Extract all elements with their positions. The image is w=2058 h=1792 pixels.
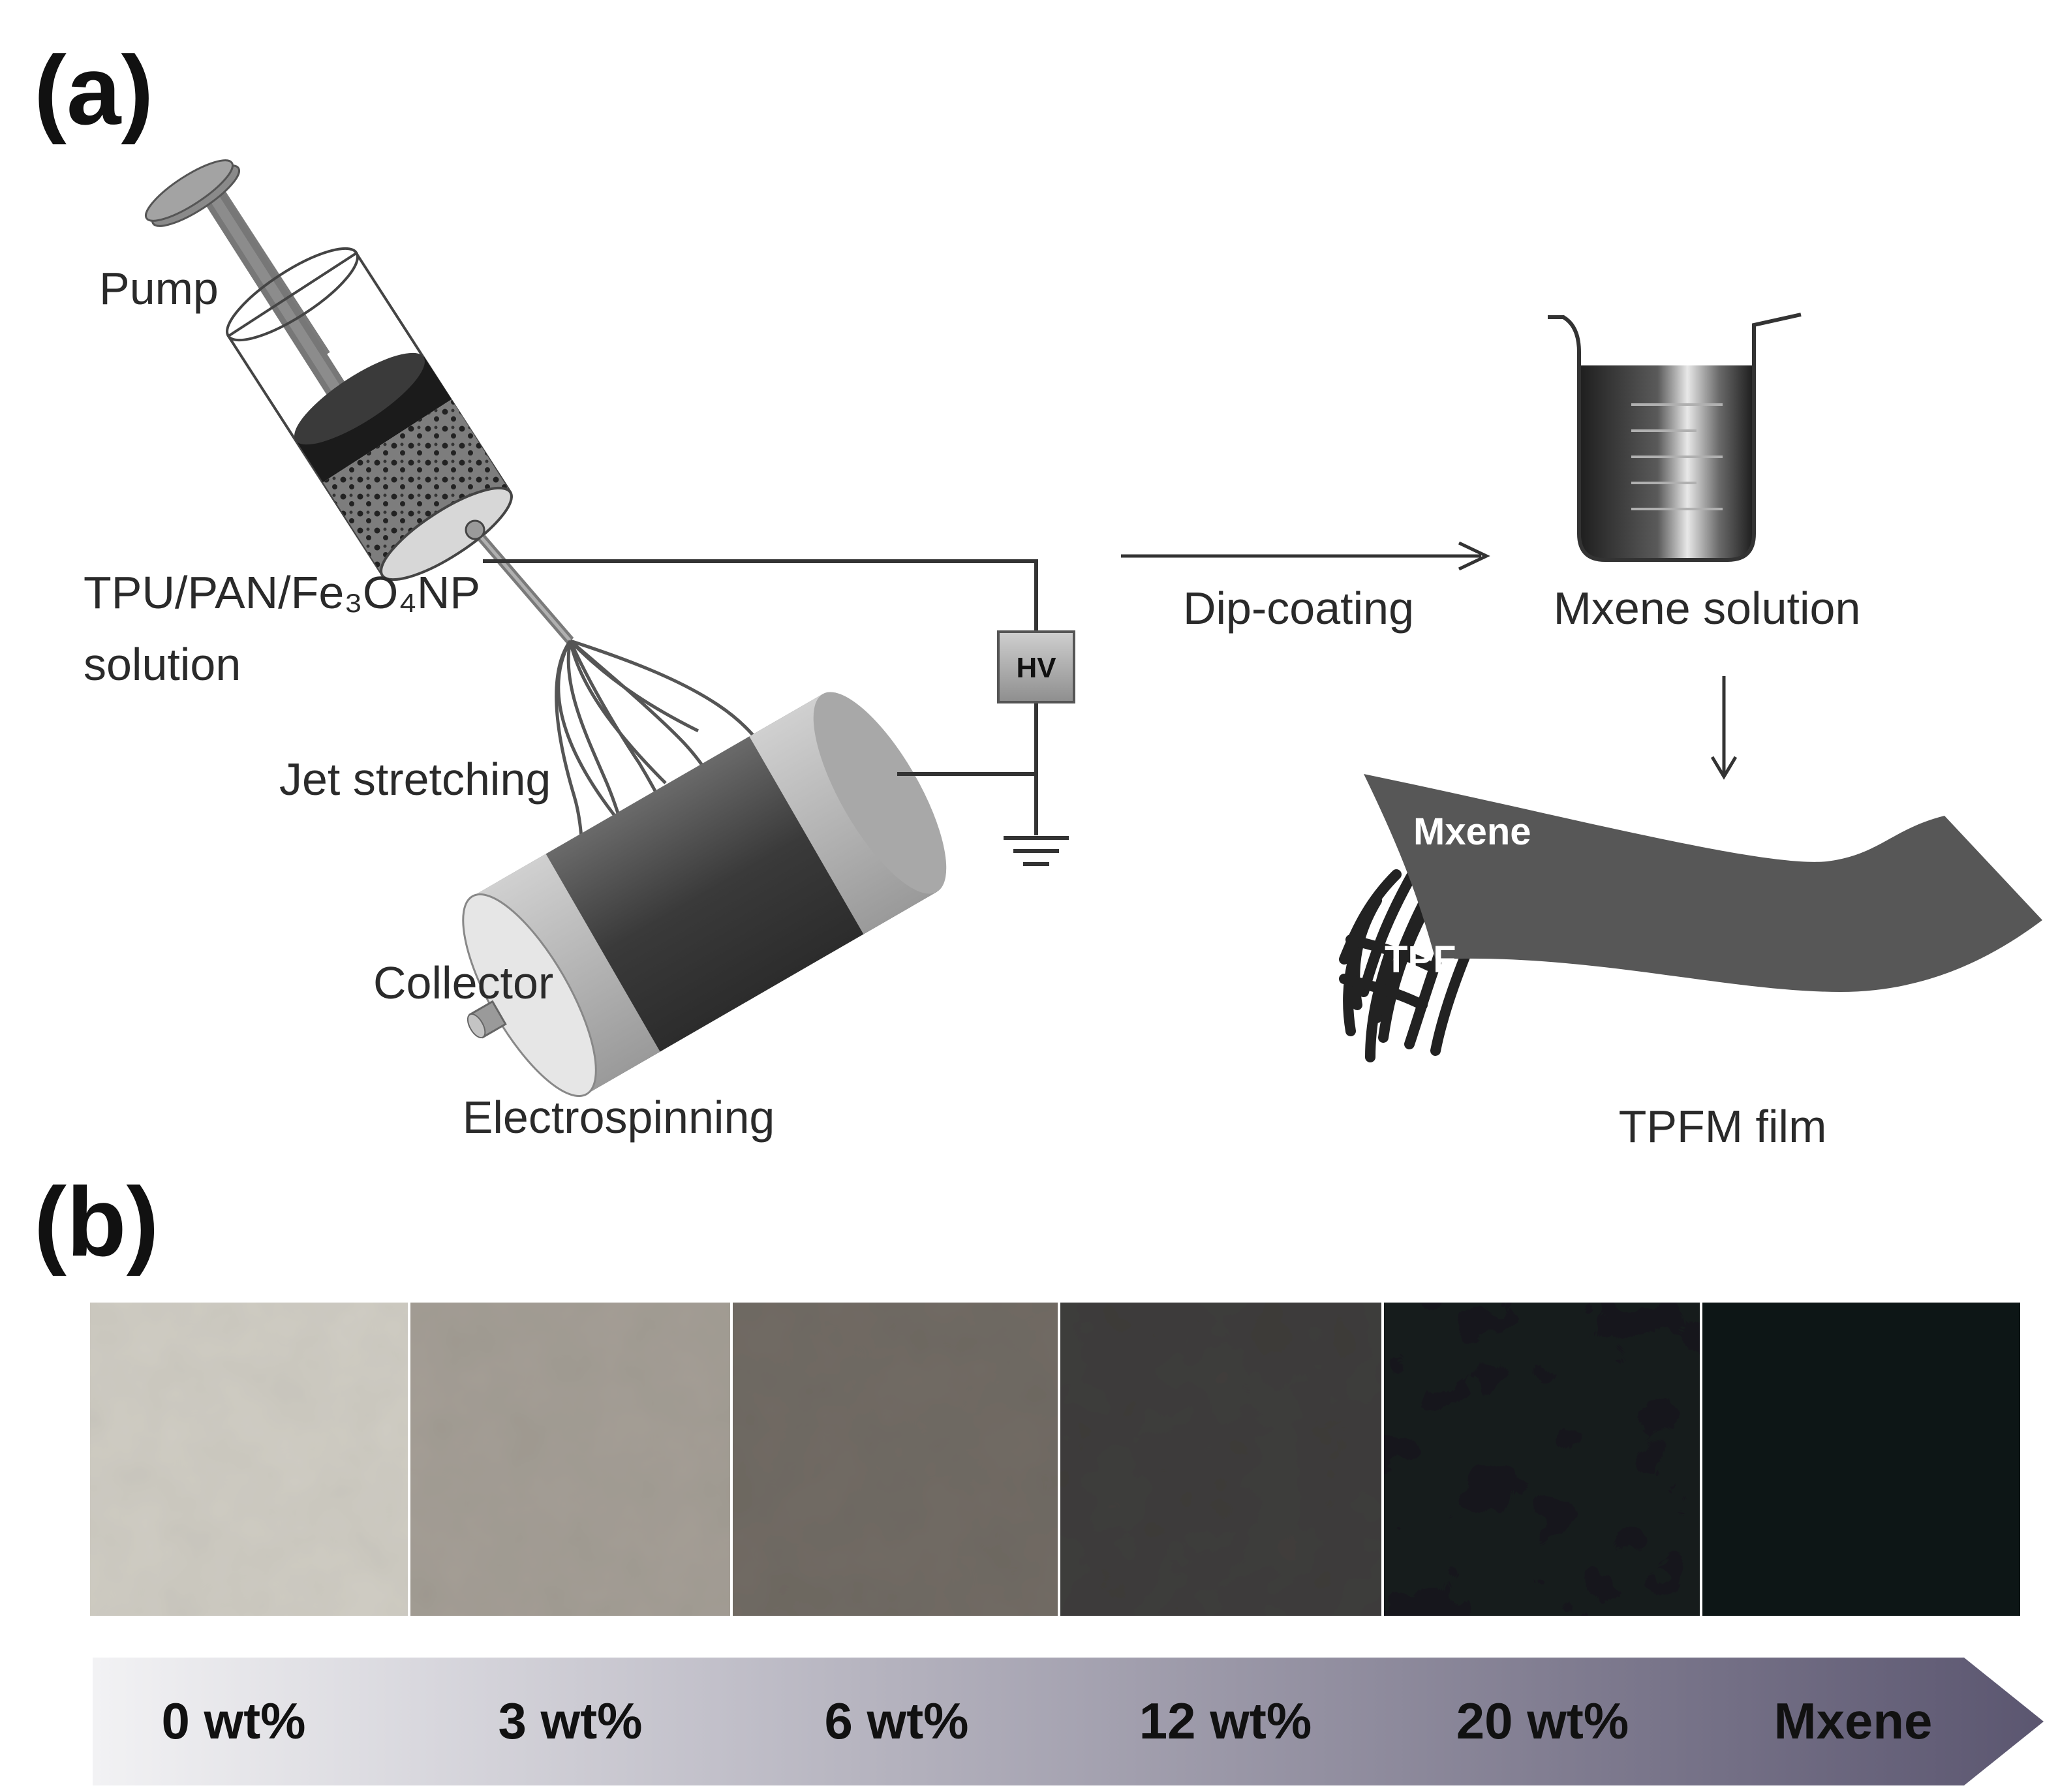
collector-drum [462, 692, 947, 1097]
solution-label-line2: solution [84, 639, 241, 690]
down-arrow [1710, 676, 1738, 780]
dip-coating-arrow [1121, 541, 1490, 571]
conc-label-12wt: 12 wt% [1139, 1692, 1312, 1750]
conc-label-3wt: 3 wt% [498, 1692, 642, 1750]
syringe-piston [296, 357, 452, 482]
syringe-needle [465, 519, 485, 540]
syringe-plunger [144, 159, 362, 421]
conc-label-20wt: 20 wt% [1456, 1692, 1629, 1750]
circuit-wires [483, 559, 1038, 835]
ground-icon [1004, 836, 1069, 866]
sample-photo-strip [90, 1303, 2020, 1616]
mxene-layer [1364, 774, 2042, 992]
sample-swatch-0wt [90, 1303, 408, 1616]
syringe-solution [323, 399, 510, 575]
sample-swatch-6wt [732, 1303, 1058, 1616]
tpfm-film-label: TPFM film [1619, 1101, 1827, 1152]
electrospinning-label: Electrospinning [463, 1092, 775, 1143]
sample-swatch-3wt [410, 1303, 731, 1616]
tpf-layer-label: TPF [1385, 938, 1456, 981]
sample-swatch-12wt [1060, 1303, 1382, 1616]
conc-label-0wt: 0 wt% [161, 1692, 305, 1750]
hv-power-supply: HV [997, 630, 1075, 703]
swatch-dividers [408, 1303, 1702, 1616]
hv-label: HV [1016, 652, 1056, 684]
mxene-layer-label: Mxene [1413, 811, 1531, 853]
conc-label-mxene: Mxene [1774, 1692, 1933, 1750]
mxene-solution-label: Mxene solution [1554, 583, 1861, 634]
panel-b-label: (b) [34, 1167, 159, 1276]
conc-label-6wt: 6 wt% [824, 1692, 968, 1750]
panel-a-label: (a) [34, 35, 153, 145]
syringe [144, 159, 574, 644]
sample-swatch-mxene [1702, 1303, 2020, 1616]
beaker-icon [1548, 313, 1802, 562]
sample-swatch-20wt [1383, 1303, 1700, 1616]
concentration-gradient-arrow [93, 1658, 2044, 1785]
dip-coating-label: Dip-coating [1183, 583, 1414, 634]
solution-label-line1: TPU/PAN/Fe₃O₄NP [84, 567, 480, 618]
jet-stretching-label: Jet stretching [279, 754, 551, 805]
collector-label: Collector [373, 957, 553, 1008]
tpfm-film [1339, 774, 2042, 1062]
pump-label: Pump [99, 263, 219, 314]
